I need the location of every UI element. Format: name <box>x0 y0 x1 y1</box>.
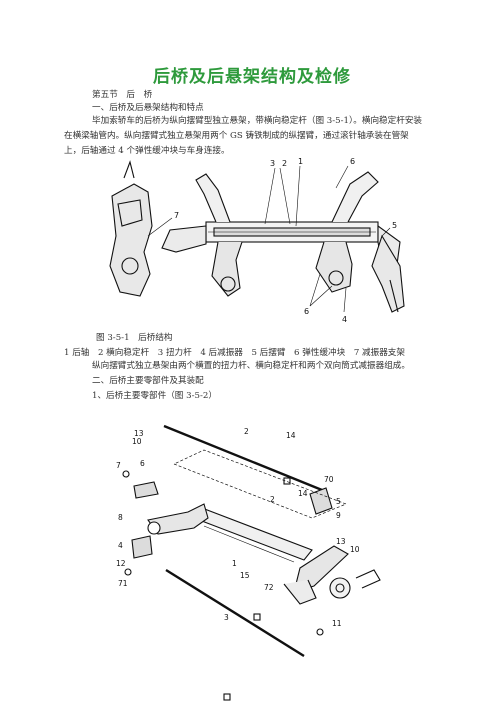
heading-components: 二、后桥主要零部件及其装配 <box>92 376 204 386</box>
figure-rear-axle-exploded: 13 10 2 14 7 6 70 14 5 8 2 9 13 10 4 1 1… <box>116 424 381 701</box>
figure-label: 12 <box>116 559 126 568</box>
heading-main-parts: 1、后桥主要零部件（图 3-5-2） <box>92 391 217 401</box>
figure-label: 5 <box>336 497 341 506</box>
figure-label: 13 <box>134 429 144 438</box>
figure-label: 2 <box>244 427 249 436</box>
figure-label: 72 <box>264 583 274 592</box>
figure-label: 71 <box>118 579 128 588</box>
figure-label: 14 <box>298 489 308 498</box>
section-heading: 第五节 后 桥 <box>92 90 153 100</box>
figure-label: 8 <box>118 513 123 522</box>
figure-label: 3 <box>224 613 229 622</box>
figure-label: 3 <box>270 159 275 168</box>
paragraph-line: 在横梁轴管内。纵向摆臂式独立悬架用两个 GS 铸铁制成的纵摆臂，通过滚针轴承装在… <box>64 131 409 141</box>
figure-label: 7 <box>116 461 121 470</box>
figure-rear-axle-structure: 3 2 1 6 7 5 6 4 <box>109 157 405 324</box>
figure-label: 5 <box>392 221 397 230</box>
figure-label: 10 <box>350 545 360 554</box>
figure-label: 9 <box>336 511 341 520</box>
figure-label: 1 <box>298 157 303 166</box>
figure-label: 15 <box>240 571 250 580</box>
figure-label: 2 <box>270 495 275 504</box>
figure-label: 6 <box>350 157 355 166</box>
figure-label: 14 <box>286 431 296 440</box>
figure-label: 13 <box>336 537 346 546</box>
figure-label: 6 <box>304 307 309 316</box>
paragraph-line: 纵向摆臂式独立悬架由两个横置的扭力杆、横向稳定杆和两个双向筒式减振器组成。 <box>92 361 410 371</box>
figure-label: 4 <box>118 541 123 550</box>
figure-label: 1 <box>232 559 237 568</box>
paragraph-line: 毕加索轿车的后桥为纵向摆臂型独立悬架，带横向稳定杆（图 3-5-1）。横向稳定杆… <box>92 116 423 126</box>
heading-structure: 一、后桥及后悬架结构和特点 <box>92 103 204 113</box>
figure-label: 6 <box>140 459 145 468</box>
figure-label: 11 <box>332 619 342 628</box>
figure-legend: 1 后轴 2 横向稳定杆 3 扭力杆 4 后减振器 5 后摆臂 6 弹性缓冲块 … <box>64 348 405 358</box>
paragraph-line: 上，后轴通过 4 个弹性缓冲块与车身连接。 <box>64 146 230 156</box>
figure-label: 4 <box>342 315 347 324</box>
figure-label: 10 <box>132 437 142 446</box>
figure-label: 7 <box>174 211 179 220</box>
figure-label: 2 <box>282 159 287 168</box>
figure-caption: 图 3-5-1 后桥结构 <box>96 333 173 343</box>
page-title: 后桥及后悬架结构及检修 <box>153 67 351 87</box>
figure-label: 70 <box>324 475 334 484</box>
